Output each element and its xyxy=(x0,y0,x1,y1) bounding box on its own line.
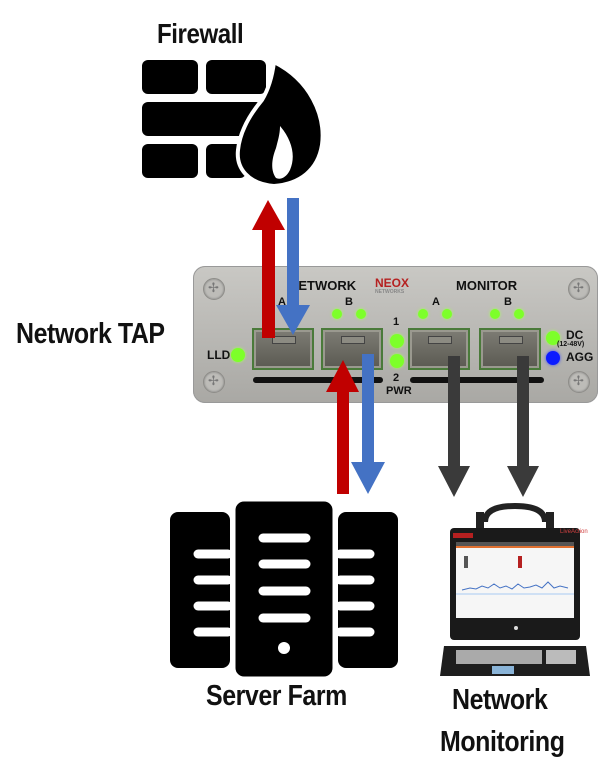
agg-led xyxy=(546,351,560,365)
pwr-1-led xyxy=(390,334,404,348)
network-monitoring-label-line2: Monitoring xyxy=(440,726,565,758)
dc-label: DC xyxy=(566,328,584,342)
status-led xyxy=(356,309,366,319)
network-tap-label: Network TAP xyxy=(16,318,165,350)
dc-range-label: (12-48V) xyxy=(557,341,585,348)
monitor-group-label: MONITOR xyxy=(456,278,518,293)
laptop-handle xyxy=(482,502,548,523)
status-led xyxy=(490,309,500,319)
neox-logo: NEOX xyxy=(375,276,410,290)
screw-icon xyxy=(203,371,225,393)
monitor-port-a xyxy=(408,328,470,370)
status-led xyxy=(514,309,524,319)
pwr-label: PWR xyxy=(386,385,412,397)
status-led xyxy=(332,309,342,319)
monitor-port-b-label: B xyxy=(504,296,512,308)
monitor-port-b xyxy=(479,328,541,370)
network-group-label: NETWORK xyxy=(289,278,357,293)
firewall-label: Firewall xyxy=(157,18,244,49)
lld-led xyxy=(231,348,245,362)
pwr-1-label: 1 xyxy=(393,316,400,328)
laptop-screen xyxy=(456,542,574,618)
network-port-a-label: A xyxy=(278,296,286,308)
neox-logo-sub: NETWORKS xyxy=(375,289,405,295)
server-farm-icon xyxy=(170,498,398,680)
screw-icon xyxy=(203,278,225,300)
status-led xyxy=(418,309,428,319)
dc-led xyxy=(546,331,560,345)
screw-icon xyxy=(568,371,590,393)
network-monitoring-label-line1: Network xyxy=(452,684,548,716)
lld-label: LLD xyxy=(207,348,231,362)
pwr-2-led xyxy=(390,354,404,368)
network-port-b xyxy=(321,328,383,370)
vent-slot xyxy=(410,377,544,383)
network-port-a xyxy=(252,328,314,370)
vent-slot xyxy=(253,377,383,383)
agg-label: AGG xyxy=(566,350,594,364)
network-monitoring-laptop xyxy=(440,502,590,676)
firewall-icon xyxy=(142,60,325,189)
network-tap-device: NETWORK NEOX NETWORKS MONITOR A B A B 1 … xyxy=(193,266,598,403)
liveaction-logo: LiveAction xyxy=(560,529,588,535)
screw-icon xyxy=(568,278,590,300)
status-led xyxy=(442,309,452,319)
network-port-b-label: B xyxy=(345,296,353,308)
monitor-port-a-label: A xyxy=(432,296,440,308)
pwr-2-label: 2 xyxy=(393,372,400,384)
server-farm-label: Server Farm xyxy=(206,680,347,712)
